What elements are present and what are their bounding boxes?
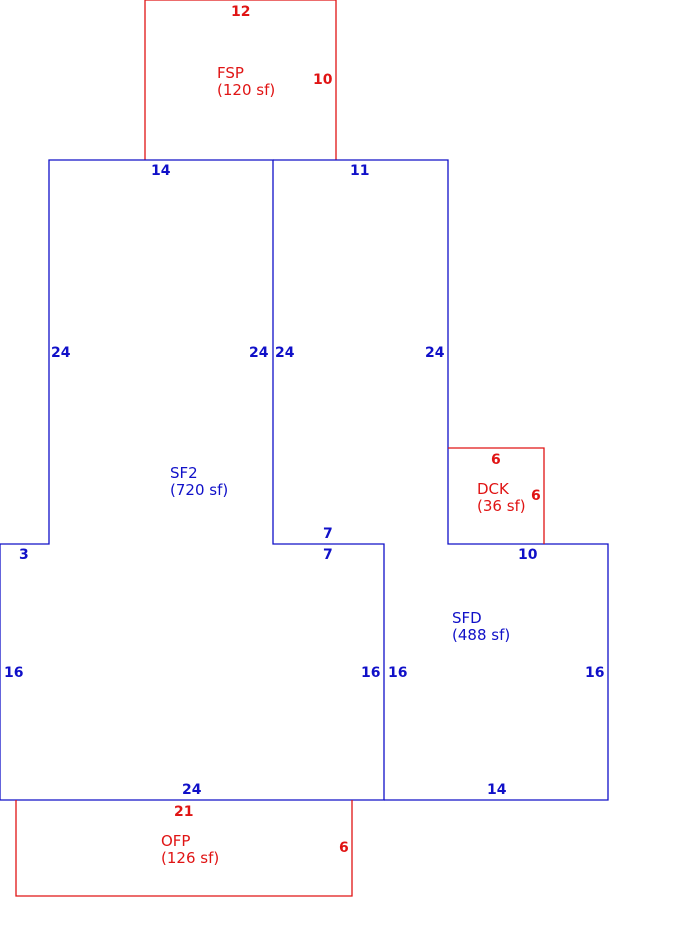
dck-area-label: (36 sf) — [477, 497, 526, 515]
dim-sf2-top: 14 — [151, 163, 171, 179]
fsp-code-label: FSP — [217, 64, 244, 82]
sf2-area-label: (720 sf) — [170, 481, 228, 499]
dim-fsp-top: 12 — [231, 4, 250, 20]
dim-sf2-step: 3 — [19, 547, 29, 563]
dim-sf2-notch-lower: 7 — [323, 547, 333, 563]
dim-fsp-right: 10 — [313, 72, 333, 88]
dim-sf2-upper-left: 24 — [51, 345, 71, 361]
dim-sf2-lower-right: 16 — [361, 665, 380, 681]
dim-sfd-lower-right: 16 — [585, 665, 604, 681]
fsp-area-label: (120 sf) — [217, 81, 275, 99]
dim-ofp-right: 6 — [339, 840, 349, 856]
dim-sfd-top: 11 — [350, 163, 369, 179]
sf2-code-label: SF2 — [170, 464, 198, 482]
sfd-area-label: (488 sf) — [452, 626, 510, 644]
dim-ofp-top: 21 — [174, 804, 193, 820]
dim-sfd-upper-left: 24 — [275, 345, 295, 361]
dim-sf2-bottom: 24 — [182, 782, 202, 798]
dim-sfd-lower-left: 16 — [388, 665, 407, 681]
dim-dck-right: 6 — [531, 488, 541, 504]
dim-sfd-bottom: 14 — [487, 782, 507, 798]
sfd-outline — [273, 159, 609, 801]
dim-dck-top: 6 — [491, 452, 501, 468]
dck-outline — [448, 447, 545, 544]
dim-sf2-upper-right: 24 — [249, 345, 269, 361]
dim-sf2-notch-upper: 7 — [323, 526, 333, 542]
ofp-area-label: (126 sf) — [161, 849, 219, 867]
ofp-outline — [15, 800, 353, 897]
sfd-code-label: SFD — [452, 609, 482, 627]
dim-sfd-ledge: 10 — [518, 547, 538, 563]
fsp-outline — [144, 0, 337, 160]
dim-sfd-upper-right: 24 — [425, 345, 445, 361]
ofp-code-label: OFP — [161, 832, 190, 850]
dck-code-label: DCK — [477, 480, 510, 498]
dim-sf2-lower-left: 16 — [4, 665, 23, 681]
